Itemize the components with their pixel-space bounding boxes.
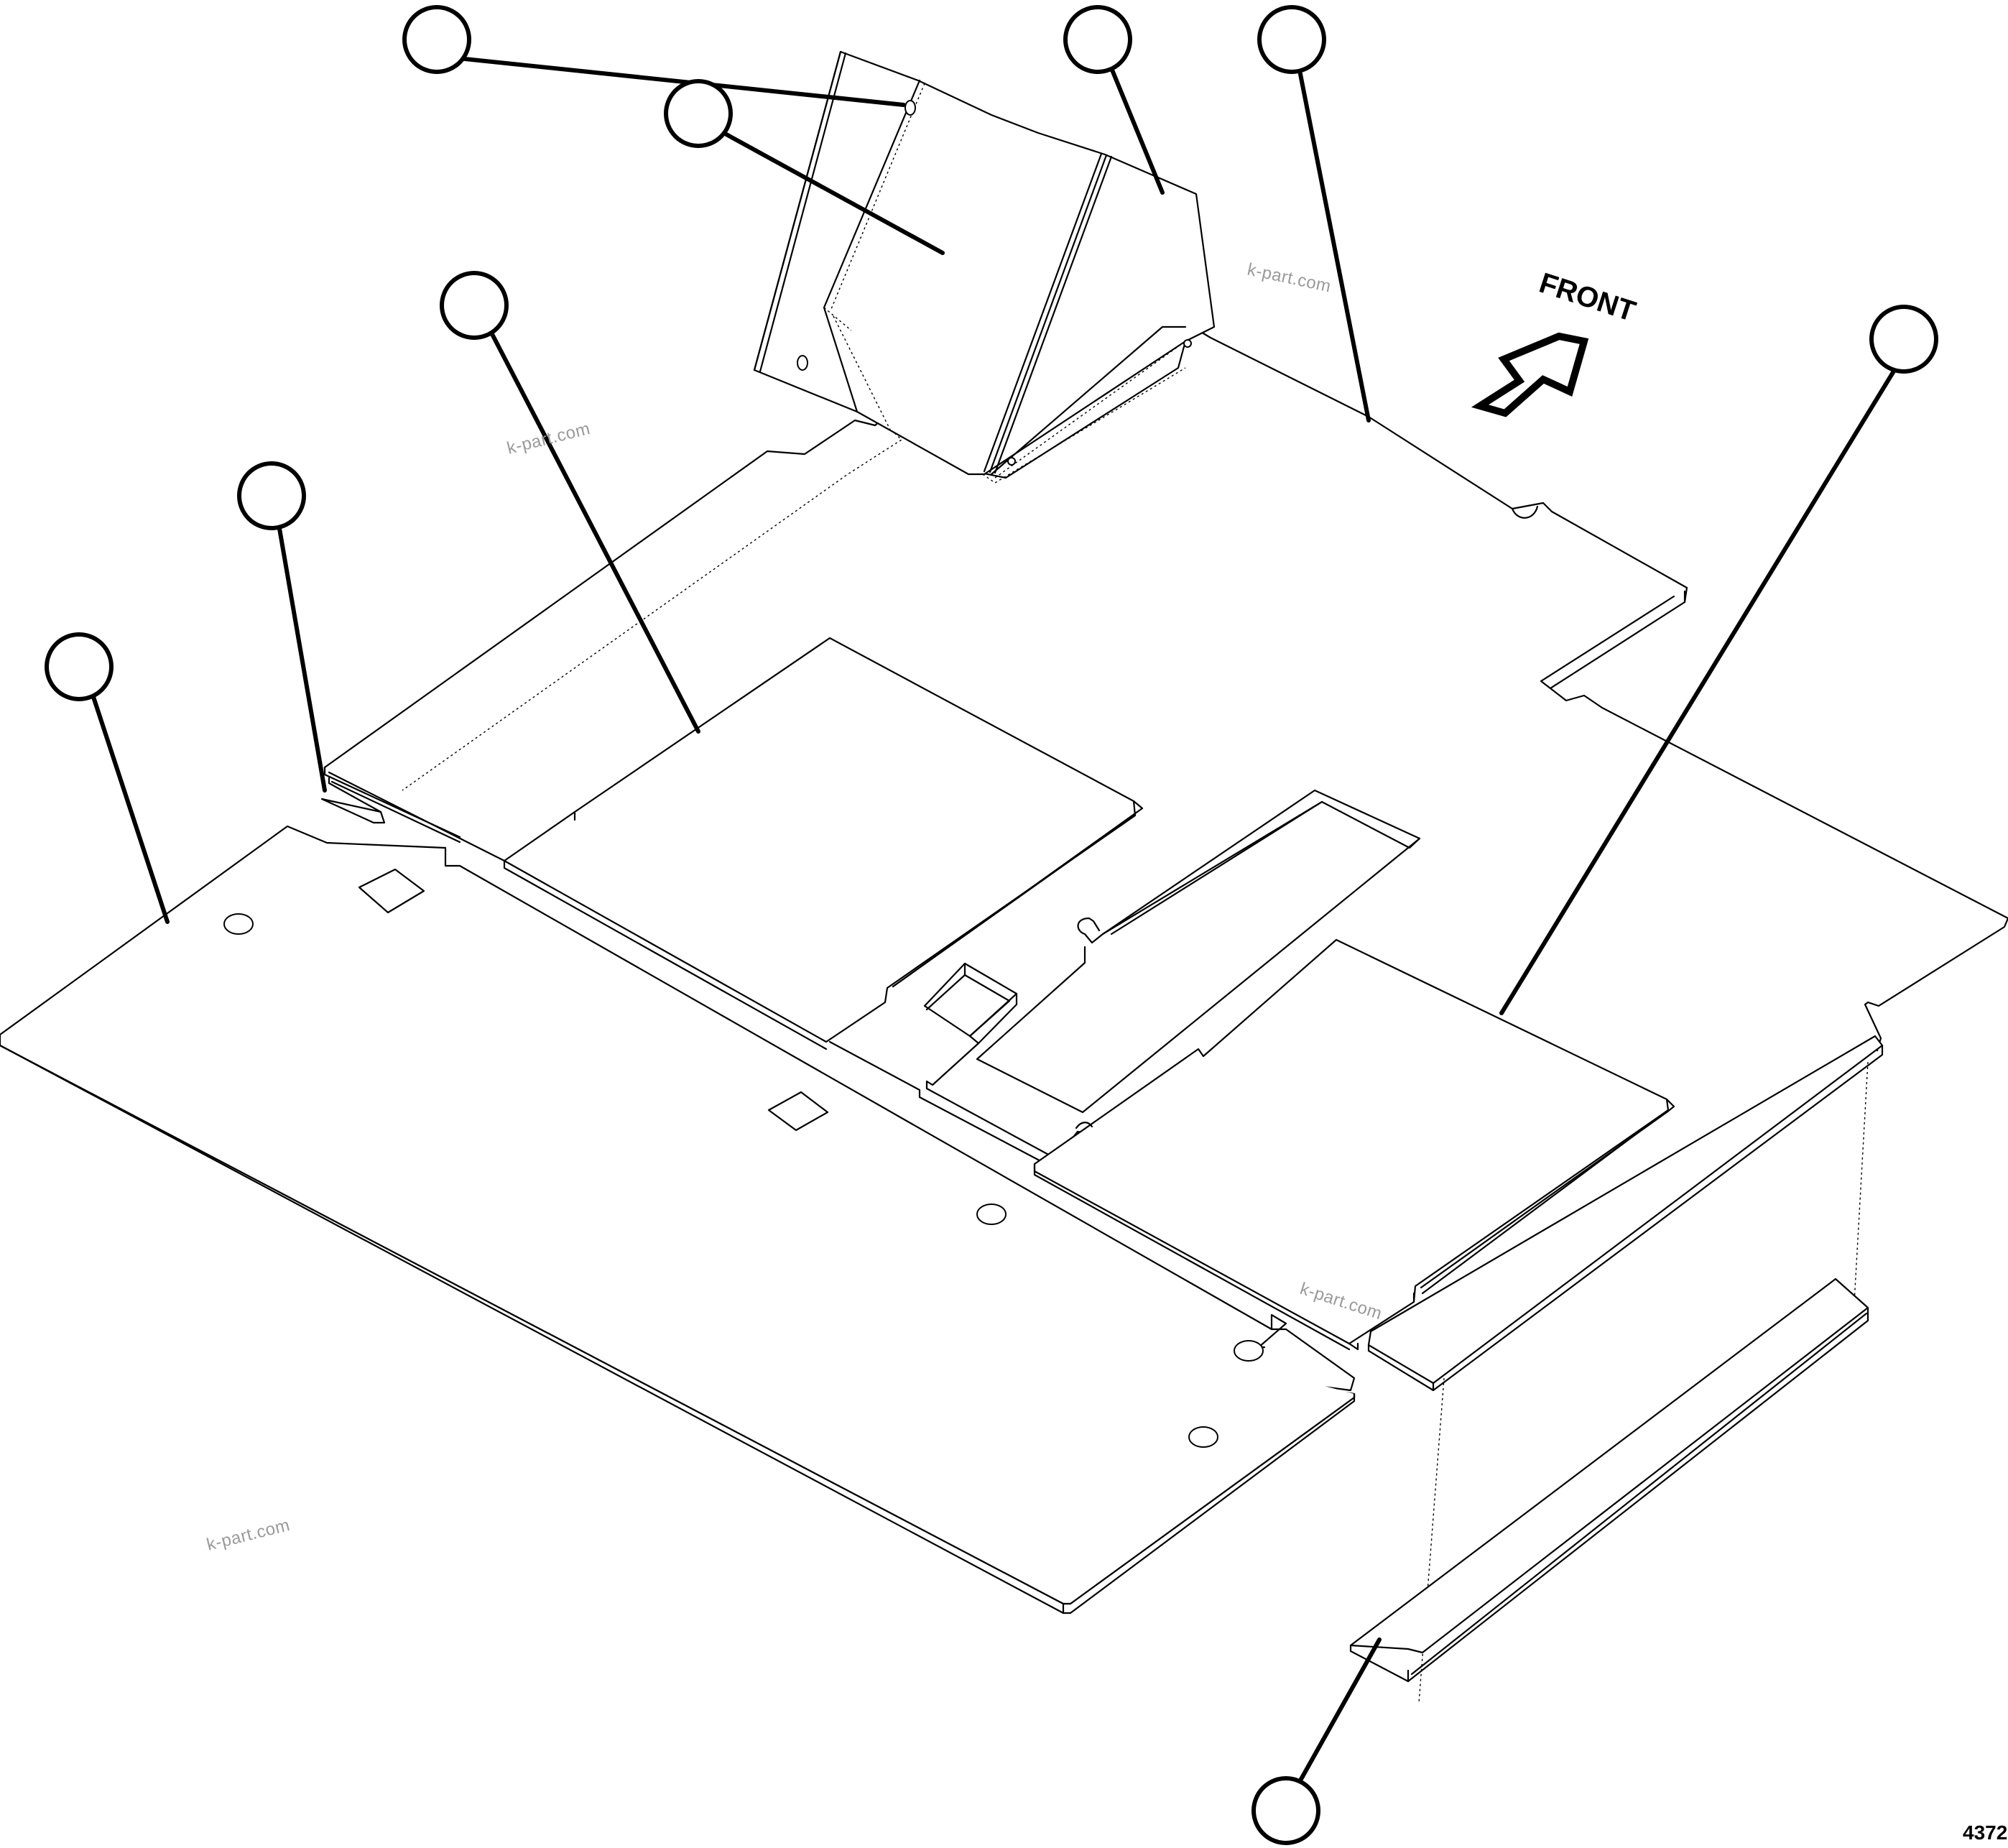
side-trim-strip-lower — [1349, 1278, 1869, 1683]
front-floor-plate — [0, 798, 1356, 1614]
leader-lines — [91, 55, 1899, 1783]
callout-balloon-7 — [237, 461, 306, 530]
callout-balloon-2 — [664, 79, 733, 148]
rear-upright-panel — [753, 50, 1216, 479]
watermark: k-part.com — [1246, 259, 1333, 296]
callout-balloon-3 — [1063, 5, 1132, 74]
callout-balloon-1 — [402, 5, 471, 74]
front-arrow-icon — [1471, 332, 1589, 417]
front-direction-indicator: FRONT — [1471, 267, 1639, 417]
watermark: k-part.com — [505, 419, 592, 458]
right-floor-pad — [1033, 938, 1675, 1351]
side-trim-strip-upper — [1367, 1035, 1884, 1704]
callout-balloon-6 — [1869, 305, 1938, 374]
figure-number: 43725 — [1963, 1821, 2008, 1844]
callout-balloon-9 — [1251, 1776, 1320, 1845]
front-label: FRONT — [1535, 267, 1639, 328]
callout-balloon-5 — [440, 271, 509, 340]
callout-balloon-8 — [45, 632, 114, 701]
watermark: k-part.com — [205, 1515, 292, 1555]
callout-balloon-4 — [1257, 5, 1326, 74]
left-floor-pad — [328, 637, 1144, 1050]
callout-balloons — [45, 5, 1938, 1845]
